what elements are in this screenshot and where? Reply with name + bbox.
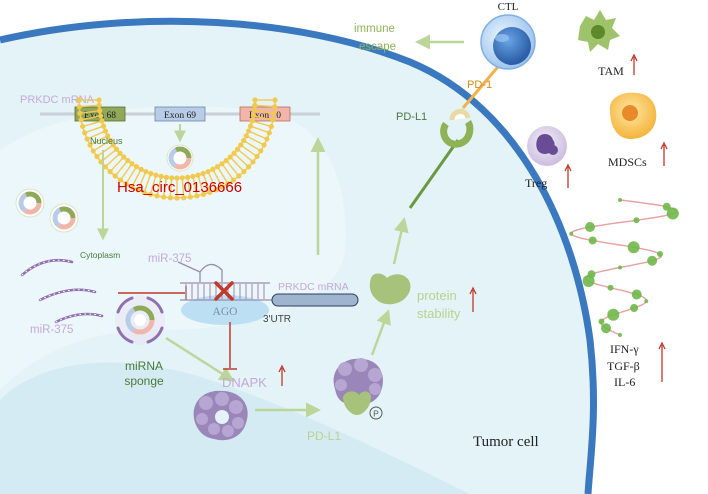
circ-rna-icon bbox=[15, 188, 45, 218]
ctl-cell bbox=[480, 14, 536, 70]
up-arrow-icon bbox=[630, 53, 638, 62]
prkdc-mrna-mid-label: PRKDC mRNA bbox=[278, 281, 349, 293]
pd1-receptor bbox=[449, 109, 471, 121]
mirna-hairpin bbox=[177, 261, 223, 282]
protein-label: protein bbox=[417, 288, 457, 303]
exon-70-label: Exon 70 bbox=[249, 111, 281, 121]
dnapk-protein bbox=[193, 390, 248, 441]
pdl1-top-label: PD-L1 bbox=[396, 111, 427, 123]
escape-label: escape bbox=[359, 41, 396, 53]
mirna-sponge-icon bbox=[115, 295, 165, 345]
immune-label: immune bbox=[354, 23, 395, 35]
duplex-strands bbox=[180, 282, 280, 301]
stability-label: stability bbox=[417, 306, 461, 321]
sponge-label: sponge bbox=[124, 374, 164, 388]
treg-label: Treg bbox=[525, 176, 547, 190]
up-arrow-icon bbox=[658, 341, 666, 350]
mirna-label: miRNA bbox=[125, 359, 163, 373]
ago-protein bbox=[181, 295, 269, 325]
treg-cell bbox=[527, 126, 567, 166]
pdl1-dnapk-complex bbox=[333, 358, 383, 415]
up-arrow-icon bbox=[660, 141, 668, 150]
ctl-label: CTL bbox=[498, 1, 519, 13]
exon-69-box bbox=[154, 106, 206, 122]
tumor-cell-label: Tumor cell bbox=[473, 434, 539, 450]
nucleus-label: Nucleus bbox=[90, 136, 123, 146]
arrow-pdl1-to-stability bbox=[370, 309, 391, 356]
circ-rna-icon bbox=[49, 203, 79, 233]
tam-label: TAM bbox=[598, 64, 624, 78]
prkdc-mrna-top-label: PRKDC mRNA bbox=[20, 94, 95, 106]
up-arrow-icon bbox=[469, 286, 477, 295]
il6-label: IL-6 bbox=[614, 375, 635, 389]
up-arrow-icon bbox=[564, 163, 572, 172]
arrow-stability-to-membrane bbox=[392, 217, 409, 265]
utr-label: 3'UTR bbox=[263, 314, 291, 325]
base-pairs bbox=[185, 284, 265, 299]
lipid-bilayer-icon bbox=[76, 97, 278, 201]
nucleus-region bbox=[0, 106, 346, 391]
exon-69-label: Exon 69 bbox=[164, 111, 196, 121]
cytoplasm-label: Cytoplasm bbox=[80, 250, 120, 260]
dnapk-label: DNAPK bbox=[222, 375, 267, 390]
circ-rna-name-label: Hsa_circ_0136666 bbox=[117, 179, 242, 196]
tgf-label: TGF-β bbox=[607, 359, 640, 373]
circ-rna-icon bbox=[166, 144, 194, 172]
ifn-label: IFN-γ bbox=[610, 342, 639, 356]
pdl1-receptor bbox=[440, 120, 474, 148]
mdscs-label: MDSCs bbox=[608, 155, 647, 169]
phosphate-icon: P bbox=[369, 406, 383, 420]
mirna-strands-free bbox=[20, 258, 104, 324]
cytokine-swirl bbox=[569, 198, 679, 337]
arrow-sponge-to-dnapk bbox=[165, 336, 235, 382]
mir375-mid-label: miR-375 bbox=[148, 253, 191, 265]
prkdc-mrna-segment bbox=[271, 293, 359, 307]
mir375-left-label: miR-375 bbox=[30, 324, 73, 336]
phosphate-label: P bbox=[373, 409, 379, 419]
x-mark-icon bbox=[214, 281, 234, 301]
mdsc-cell bbox=[609, 92, 657, 139]
pd1-stalk bbox=[461, 61, 504, 109]
pdl1-stalk bbox=[408, 139, 460, 209]
cell-membrane bbox=[0, 17, 597, 494]
tam-cell bbox=[578, 10, 620, 52]
pd1-label: PD-1 bbox=[467, 79, 492, 91]
ago-label: AGO bbox=[213, 306, 238, 318]
stable-pdl1-protein bbox=[369, 273, 411, 305]
pdl1-bottom-label: PD-L1 bbox=[307, 429, 341, 443]
up-arrow-icon bbox=[278, 364, 286, 373]
